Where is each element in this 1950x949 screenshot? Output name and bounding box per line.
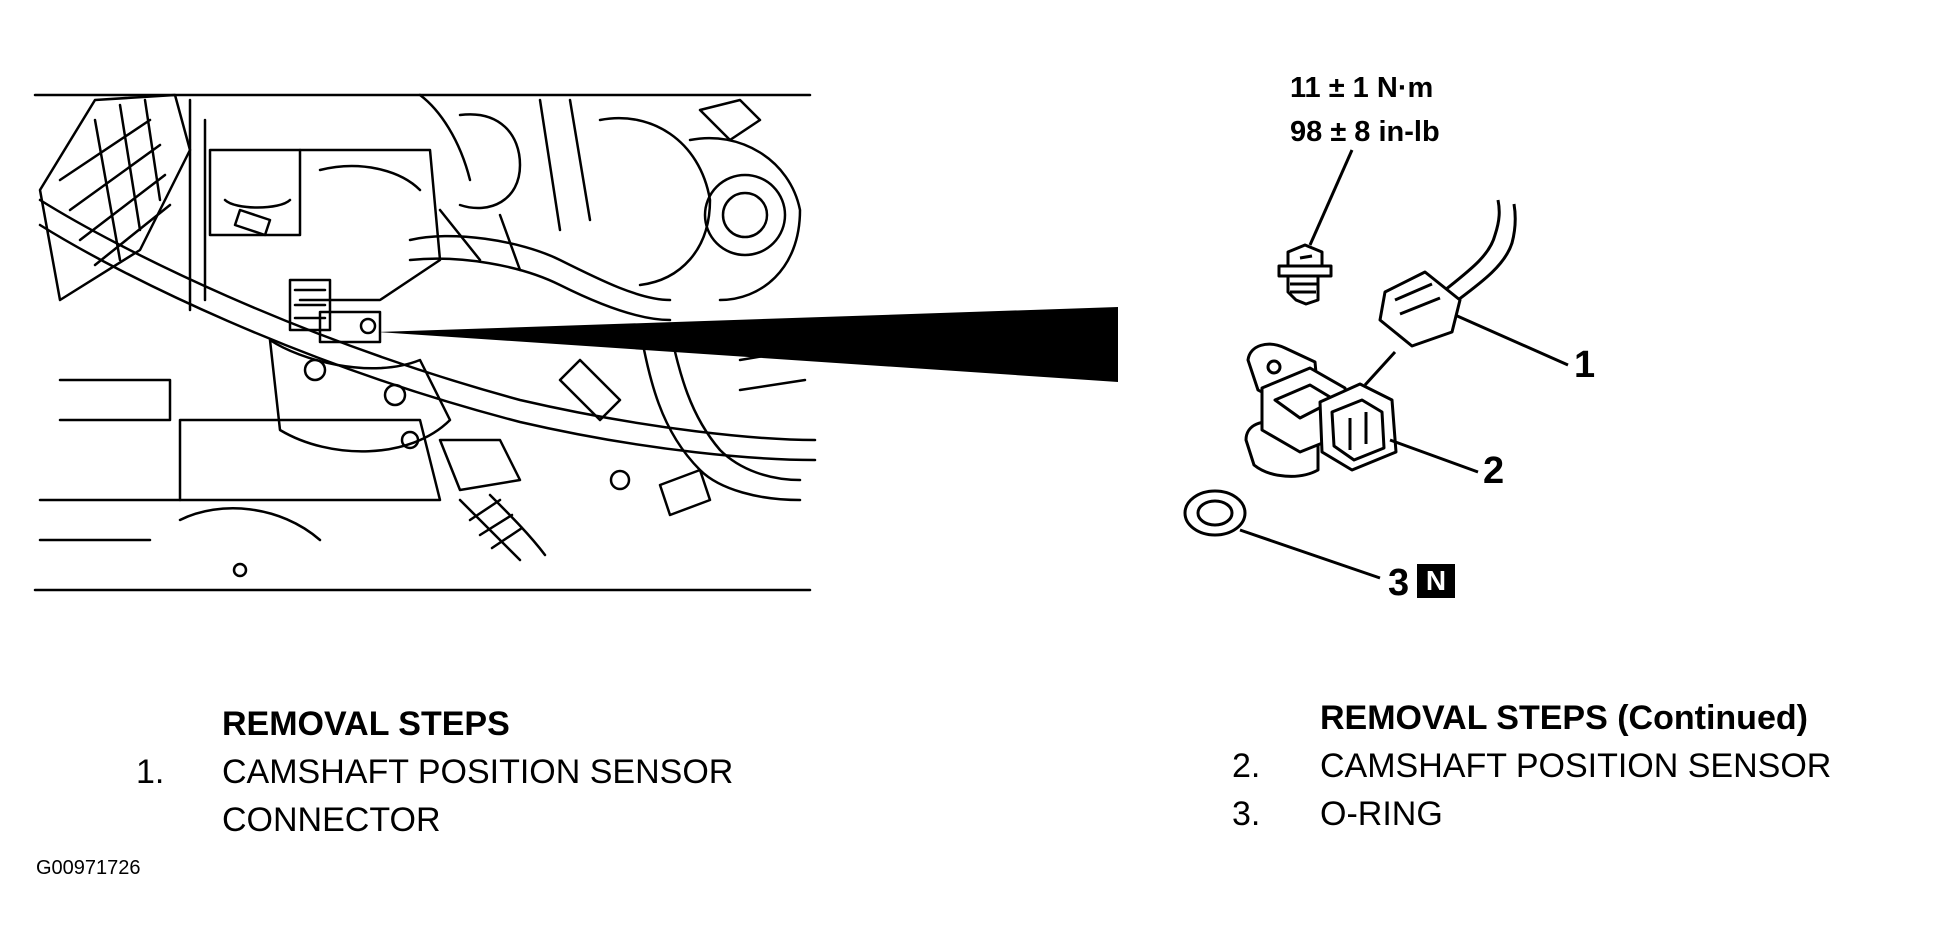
sensor-connector-icon (1363, 199, 1569, 387)
right-steps-heading: REMOVAL STEPS (Continued) (1320, 699, 1808, 737)
step-1-text-line2: CONNECTOR (222, 801, 441, 839)
o-ring-icon (1183, 489, 1381, 580)
pointer-wedge (378, 307, 1118, 382)
step-1-number: 1. (136, 753, 165, 791)
step-2-text: CAMSHAFT POSITION SENSOR (1320, 747, 1832, 785)
figure-id: G00971726 (36, 857, 141, 879)
step-2-number: 2. (1232, 747, 1261, 785)
engine-bay-illustration (33, 93, 817, 592)
step-1-text-line1: CAMSHAFT POSITION SENSOR (222, 753, 734, 791)
step-3-number: 3. (1232, 795, 1261, 833)
callout-1: 1 (1574, 344, 1596, 386)
callout-3: 3 (1388, 562, 1410, 604)
torque-metric-label: 11 ± 1 N·m (1290, 72, 1434, 104)
left-steps-heading: REMOVAL STEPS (222, 705, 510, 743)
camshaft-sensor-icon (1244, 342, 1479, 478)
bolt-icon (1277, 149, 1354, 306)
non-reusable-badge: N (1417, 564, 1455, 598)
torque-imperial-label: 98 ± 8 in-lb (1290, 116, 1440, 148)
callout-2: 2 (1483, 450, 1505, 492)
step-3-text: O-RING (1320, 795, 1443, 833)
